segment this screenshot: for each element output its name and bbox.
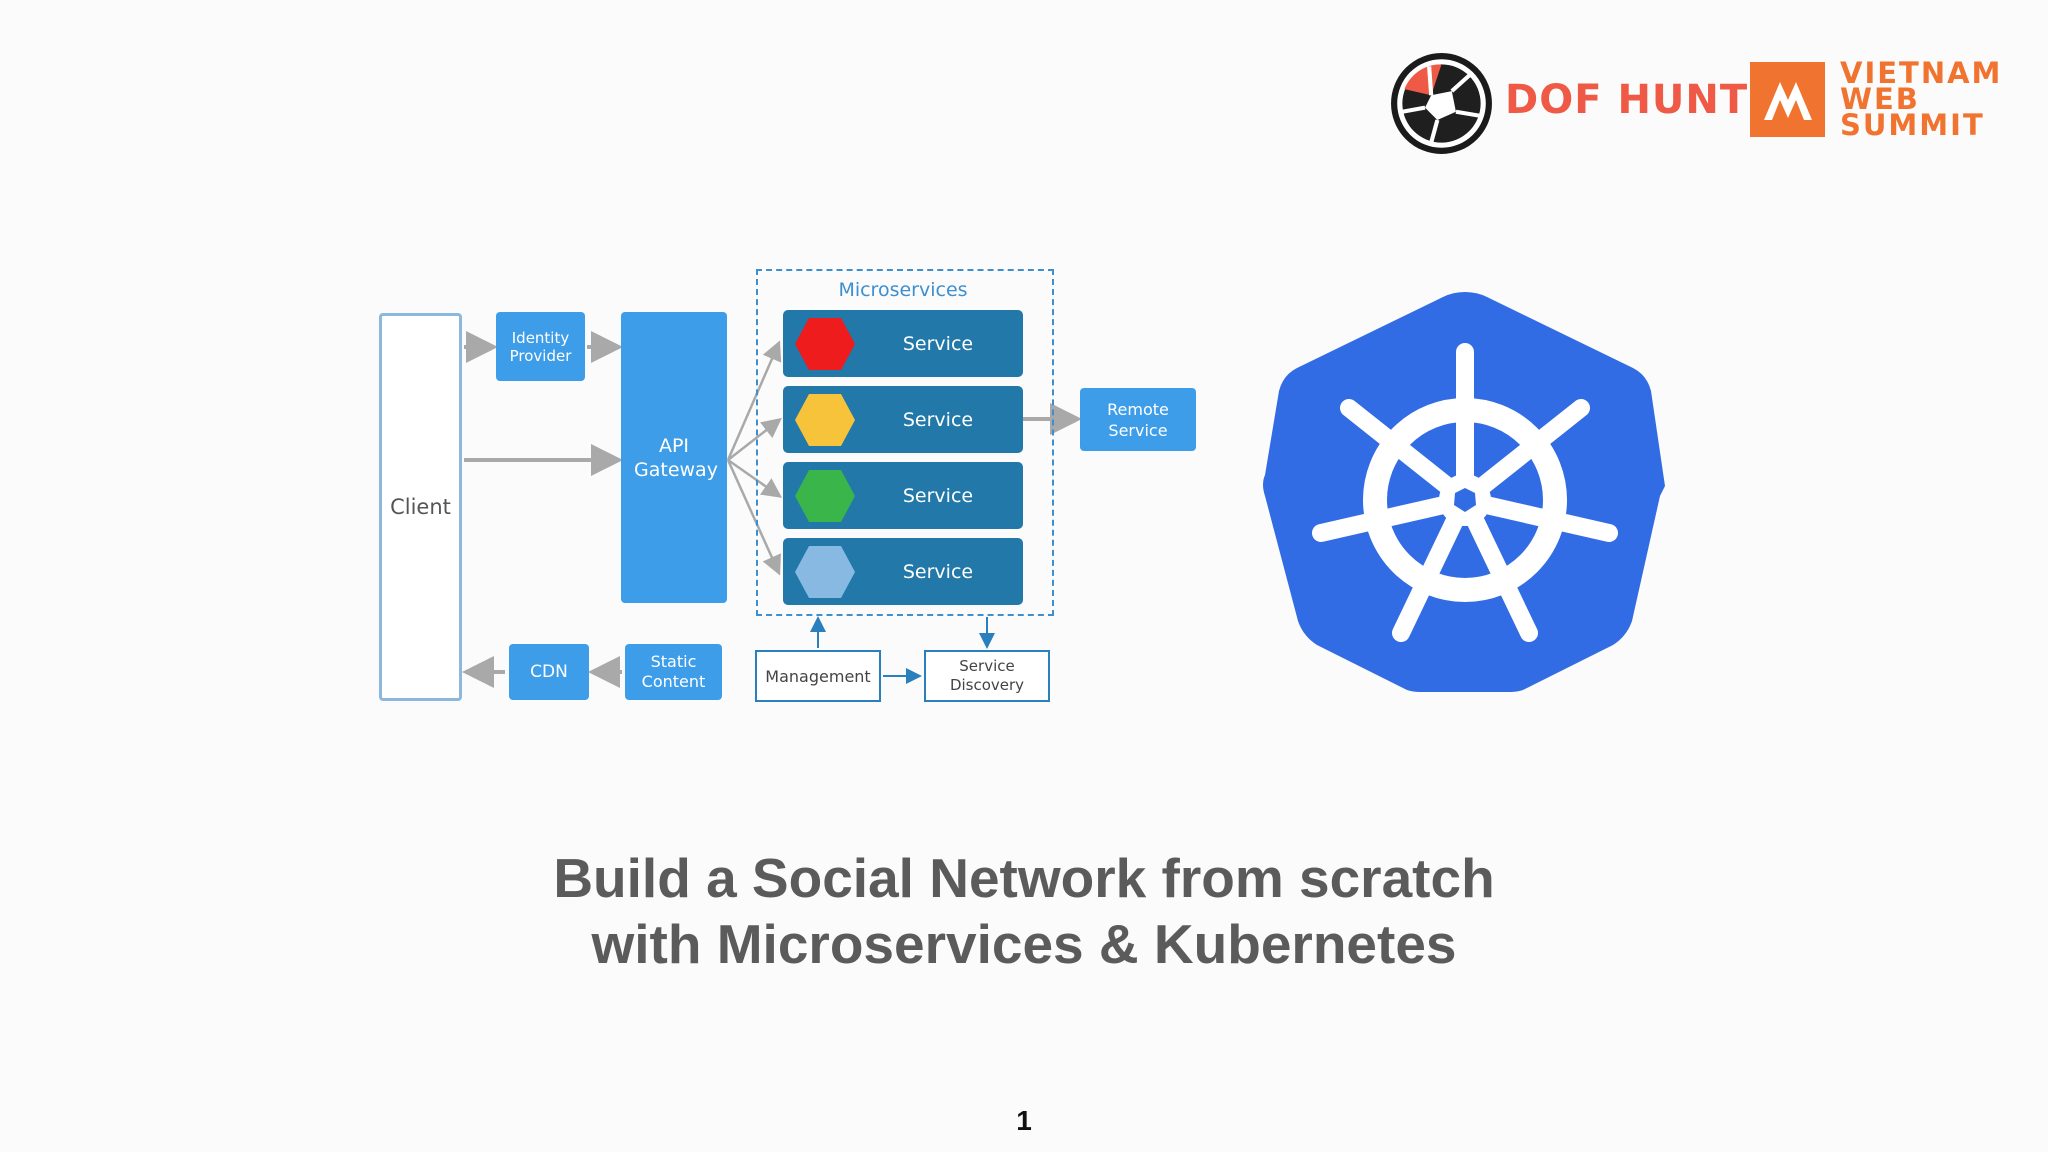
microservices-title: Microservices bbox=[838, 279, 968, 301]
client-label: Client bbox=[390, 495, 451, 519]
service-discovery-box: Service Discovery bbox=[924, 650, 1050, 702]
kubernetes-helm-icon bbox=[1263, 292, 1665, 692]
api-gateway-box: API Gateway bbox=[621, 312, 727, 603]
title-line-1: Build a Social Network from scratch bbox=[553, 847, 1495, 909]
title-line-2: with Microservices & Kubernetes bbox=[591, 913, 1457, 975]
diagram-connectors bbox=[462, 331, 1082, 688]
dofhunt-logo-text: DOF HUNT bbox=[1505, 77, 1749, 123]
hexagon-lightblue-icon bbox=[795, 546, 855, 598]
vws-logo-mark bbox=[1750, 62, 1825, 137]
service-label: Service bbox=[902, 560, 974, 583]
vws-line-3: SUMMIT bbox=[1840, 108, 1985, 142]
service-row: Service bbox=[783, 310, 1023, 377]
client-box: Client bbox=[379, 313, 462, 701]
identity-provider-label: Identity Provider bbox=[509, 328, 572, 365]
slide-title: Build a Social Network from scratch with… bbox=[0, 845, 2048, 977]
service-row: Service bbox=[783, 538, 1023, 605]
microservices-frame bbox=[756, 269, 1054, 616]
identity-provider-box: Identity Provider bbox=[496, 312, 585, 381]
service-label: Service bbox=[902, 484, 974, 507]
service-label: Service bbox=[902, 332, 974, 355]
cdn-box: CDN bbox=[509, 644, 589, 700]
remote-service-label: Remote Service bbox=[1107, 399, 1169, 440]
management-label: Management bbox=[765, 666, 871, 686]
page-number: 1 bbox=[1016, 1105, 1032, 1136]
hexagon-yellow-icon bbox=[795, 394, 855, 446]
static-content-label: Static Content bbox=[641, 652, 706, 691]
hexagon-green-icon bbox=[795, 470, 855, 522]
dofhunt-aperture-icon bbox=[1391, 53, 1492, 154]
service-row: Service bbox=[783, 386, 1023, 453]
service-label: Service bbox=[902, 408, 974, 431]
vws-m-icon bbox=[1764, 82, 1812, 120]
service-row: Service bbox=[783, 462, 1023, 529]
vws-logo-text: VIETNAM WEB SUMMIT bbox=[1840, 56, 2003, 142]
cdn-label: CDN bbox=[530, 662, 568, 682]
vws-line-2: WEB bbox=[1840, 82, 1920, 116]
api-gateway-label: API Gateway bbox=[634, 434, 718, 481]
vws-line-1: VIETNAM bbox=[1840, 56, 2003, 90]
remote-service-box: Remote Service bbox=[1080, 388, 1196, 451]
hexagon-red-icon bbox=[795, 318, 855, 370]
service-discovery-label: Service Discovery bbox=[949, 657, 1025, 694]
management-box: Management bbox=[755, 650, 881, 702]
microservices-diagram: Client Identity Provider API Gateway CDN… bbox=[370, 265, 1200, 710]
static-content-box: Static Content bbox=[625, 644, 722, 700]
